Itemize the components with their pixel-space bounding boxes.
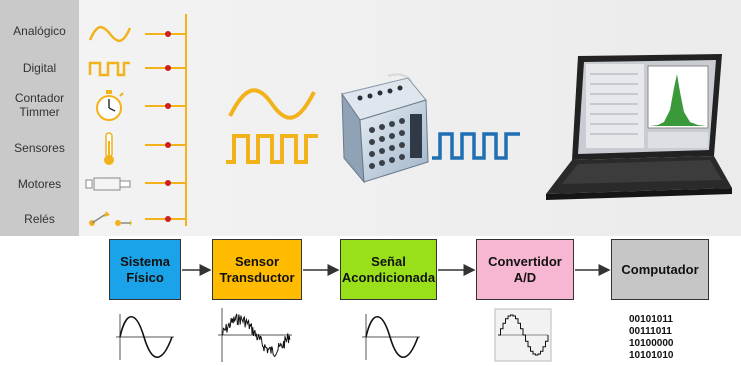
binary-data-output: 00101011 00111011 10100000 10101010	[629, 314, 674, 362]
motor-icon	[85, 177, 131, 191]
binary-line: 10100000	[629, 338, 674, 349]
label-analogico: Analógico	[13, 24, 66, 38]
blue-square-wave	[432, 132, 520, 160]
binary-line: 00101011	[629, 314, 673, 325]
sine-wave-icon	[88, 26, 132, 42]
input-wiring	[145, 14, 187, 226]
label-sensores: Sensores	[14, 141, 65, 155]
block-sistema-fisico: Sistema Físico	[109, 239, 181, 300]
label-digital: Digital	[22, 61, 57, 75]
block-convertidor-ad: Convertidor A/D	[476, 239, 574, 300]
label-reles: Relés	[24, 212, 55, 226]
label-contador-timmer: Contador Timmer	[14, 91, 65, 119]
block-sensor-transductor: Sensor Transductor	[212, 239, 302, 300]
label-motores: Motores	[17, 177, 62, 191]
square-wave-icon	[88, 61, 130, 77]
thermometer-icon	[104, 132, 114, 165]
stopwatch-icon	[96, 90, 124, 121]
block-convertidor-ad-label: Convertidor A/D	[488, 253, 562, 285]
sampled-waveform-ad	[494, 308, 552, 362]
block-senal-acondicionada-label: Señal Acondicionada	[341, 253, 436, 285]
block-computador: Computador	[611, 239, 709, 300]
block-computador-label: Computador	[621, 261, 699, 277]
binary-line: 00111011	[629, 326, 672, 337]
block-arrows	[182, 264, 611, 276]
large-square-wave	[226, 134, 318, 164]
block-sistema-fisico-label: Sistema Físico	[120, 253, 170, 285]
noisy-waveform-transducer	[218, 308, 292, 362]
sine-waveform-physical	[116, 314, 174, 360]
sine-waveform-conditioned	[362, 314, 420, 360]
daq-device-image	[341, 73, 429, 184]
signal-type-panel: Analógico Digital Contador Timmer Sensor…	[0, 0, 79, 236]
block-sensor-transductor-label: Sensor Transductor	[219, 253, 295, 285]
laptop-computer-image	[546, 54, 732, 200]
binary-line: 10101010	[629, 350, 674, 361]
block-senal-acondicionada: Señal Acondicionada	[340, 239, 437, 300]
large-sine-wave	[228, 88, 316, 120]
relay-switch-icon	[89, 211, 132, 226]
